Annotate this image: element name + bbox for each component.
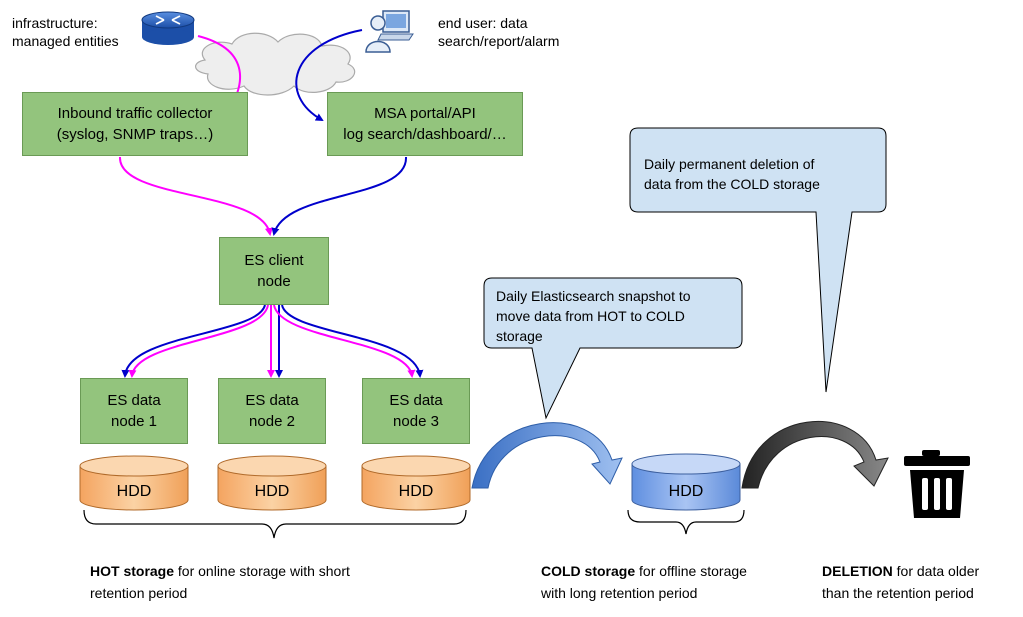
- snapshot-arc-arrow: [471, 422, 623, 489]
- cloud-icon: [195, 32, 356, 96]
- snapshot-callout-shape: [483, 277, 743, 420]
- arrow-user-to-portal: [295, 29, 363, 121]
- hot-disk-3-label: HDD: [399, 483, 434, 500]
- cold-storage-caption-bold: COLD storage: [541, 563, 636, 579]
- hot-storage-brace: [83, 509, 467, 539]
- deletion-caption: DELETION for data older than the retenti…: [822, 560, 979, 604]
- es-data-node-1: ES data node 1: [80, 378, 188, 444]
- arrow-client-to-node1-magenta: [128, 304, 269, 378]
- arrow-collector-to-client: [118, 156, 273, 236]
- cold-storage-brace: [627, 509, 745, 535]
- cold-disk: HDD: [631, 453, 741, 511]
- cold-storage-caption-rest: for offline storage: [635, 563, 747, 579]
- deletion-caption-rest: for data older: [892, 563, 980, 579]
- hot-disk-1: HDD: [79, 455, 189, 511]
- deletion-callout-shape: [629, 127, 887, 393]
- es-data-node-2: ES data node 2: [218, 378, 326, 444]
- hot-disk-2: HDD: [217, 455, 327, 511]
- hot-storage-caption-line2: retention period: [90, 585, 188, 601]
- cold-storage-caption-line2: with long retention period: [541, 585, 698, 601]
- router-icon: [141, 11, 195, 45]
- hot-storage-caption-bold: HOT storage: [90, 563, 175, 579]
- deletion-caption-bold: DELETION: [822, 563, 893, 579]
- trash-can-icon: [904, 450, 970, 518]
- arrow-client-to-node3-blue: [281, 304, 424, 378]
- cold-disk-label: HDD: [669, 483, 704, 500]
- cold-storage-caption: COLD storage for offline storage with lo…: [541, 560, 747, 604]
- hot-storage-caption-rest: for online storage with short: [174, 563, 350, 579]
- hot-disk-2-label: HDD: [255, 483, 290, 500]
- hot-disk-3: HDD: [361, 455, 471, 511]
- hot-disk-1-label: HDD: [117, 483, 152, 500]
- deletion-callout-text: Daily permanent deletion of data from th…: [644, 156, 820, 192]
- infrastructure-label: infrastructure: managed entities: [12, 15, 119, 49]
- arrow-portal-to-client: [271, 156, 408, 236]
- arrow-client-to-node3-magenta: [273, 304, 416, 378]
- es-data-node-3: ES data node 3: [362, 378, 470, 444]
- arrow-client-to-node1-blue: [121, 304, 266, 378]
- user-workstation-icon: [365, 10, 414, 53]
- snapshot-callout-text: Daily Elasticsearch snapshot to move dat…: [496, 288, 691, 344]
- es-client-node: ES client node: [219, 237, 329, 305]
- end-user-label: end user: data search/report/alarm: [438, 15, 560, 49]
- msa-portal-node: MSA portal/API log search/dashboard/…: [327, 92, 523, 156]
- deletion-caption-line2: than the retention period: [822, 585, 974, 601]
- inbound-collector-node: Inbound traffic collector (syslog, SNMP …: [22, 92, 248, 156]
- hot-storage-caption: HOT storage for online storage with shor…: [90, 560, 350, 604]
- deletion-arc-arrow: [741, 420, 889, 489]
